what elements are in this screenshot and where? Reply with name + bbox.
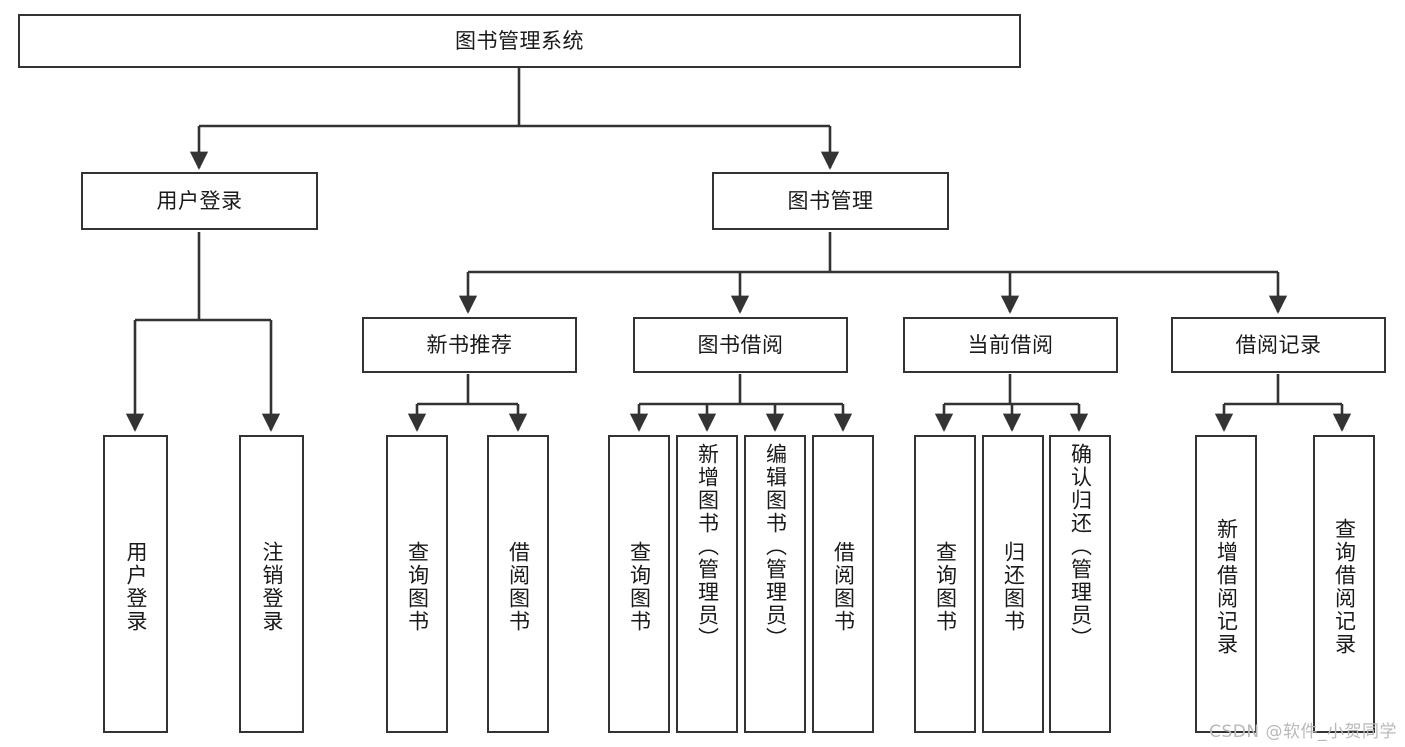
leaf-borrow-edit-book-label: 编辑图书（管理员） [763, 443, 788, 650]
leaf-user-login-login-label: 用户登录 [124, 541, 148, 633]
leaf-new-book-query[interactable]: 查询图书 [386, 435, 448, 733]
leaf-borrow-add-book[interactable]: 新增图书（管理员） [676, 435, 738, 733]
leaf-current-return-book-label: 归还图书 [1001, 541, 1026, 633]
node-current-borrow[interactable]: 当前借阅 [903, 317, 1118, 373]
node-borrow-record[interactable]: 借阅记录 [1171, 317, 1386, 373]
leaf-current-query-book[interactable]: 查询图书 [914, 435, 976, 733]
node-user-login[interactable]: 用户登录 [81, 172, 318, 230]
leaf-user-login-login[interactable]: 用户登录 [103, 435, 168, 733]
leaf-borrow-add-book-label: 新增图书（管理员） [695, 443, 720, 650]
leaf-new-book-borrow-label: 借阅图书 [506, 541, 531, 633]
leaf-borrow-borrow-book[interactable]: 借阅图书 [812, 435, 874, 733]
leaf-current-return-book[interactable]: 归还图书 [982, 435, 1044, 733]
node-current-borrow-label: 当前借阅 [967, 332, 1054, 357]
leaf-current-query-book-label: 查询图书 [933, 541, 958, 633]
node-book-borrow[interactable]: 图书借阅 [633, 317, 848, 373]
node-book-borrow-label: 图书借阅 [697, 332, 784, 357]
node-borrow-record-label: 借阅记录 [1235, 332, 1322, 357]
leaf-borrow-query-book[interactable]: 查询图书 [608, 435, 670, 733]
leaf-borrow-edit-book[interactable]: 编辑图书（管理员） [744, 435, 806, 733]
leaf-new-book-query-label: 查询图书 [405, 541, 430, 633]
node-new-book-recommend[interactable]: 新书推荐 [362, 317, 577, 373]
leaf-user-login-logout[interactable]: 注销登录 [239, 435, 304, 733]
csdn-watermark: CSDN @软件_小贺同学 [1209, 722, 1397, 742]
leaf-borrow-query-book-label: 查询图书 [627, 541, 652, 633]
leaf-new-book-borrow[interactable]: 借阅图书 [487, 435, 549, 733]
node-new-book-recommend-label: 新书推荐 [426, 332, 513, 357]
node-user-login-label: 用户登录 [156, 188, 243, 213]
leaf-record-query-record-label: 查询借阅记录 [1332, 518, 1357, 656]
node-root-system-label: 图书管理系统 [455, 28, 584, 53]
leaf-borrow-borrow-book-label: 借阅图书 [831, 541, 856, 633]
node-root-system[interactable]: 图书管理系统 [18, 14, 1021, 68]
node-book-management-label: 图书管理 [787, 188, 874, 213]
leaf-current-confirm-return[interactable]: 确认归还（管理员） [1049, 435, 1111, 733]
leaf-record-add-record[interactable]: 新增借阅记录 [1195, 435, 1257, 733]
leaf-record-add-record-label: 新增借阅记录 [1214, 518, 1239, 656]
node-book-management[interactable]: 图书管理 [712, 172, 949, 230]
leaf-user-login-logout-label: 注销登录 [260, 541, 284, 633]
leaf-current-confirm-return-label: 确认归还（管理员） [1068, 443, 1093, 650]
leaf-record-query-record[interactable]: 查询借阅记录 [1313, 435, 1375, 733]
